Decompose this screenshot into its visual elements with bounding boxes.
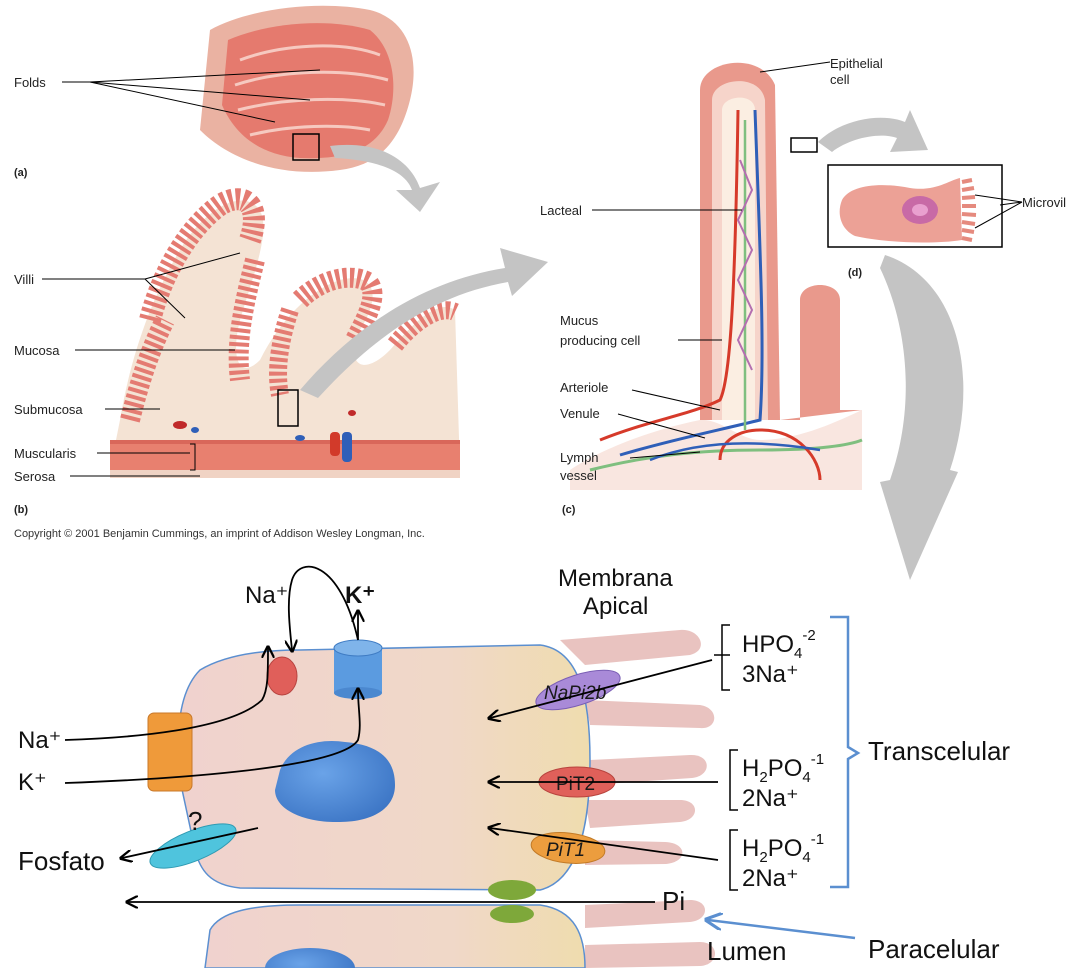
transcelular-bracket (830, 617, 858, 887)
bracket-pit2 (730, 750, 738, 810)
panel-d-epithelial-cell (828, 165, 1002, 247)
label-muscularis: Muscularis (14, 446, 77, 461)
grey-arrow-a-to-b (330, 145, 440, 212)
label-villi: Villi (14, 272, 34, 287)
label-serosa: Serosa (14, 469, 56, 484)
panel-c-villus (570, 63, 862, 490)
label-arteriole: Arteriole (560, 380, 608, 395)
membrane-label-line2: Apical (583, 593, 648, 620)
tight-junction-upper (488, 880, 536, 900)
label-folds: Folds (14, 75, 46, 90)
tag-d: (d) (848, 267, 862, 279)
label-mucosa: Mucosa (14, 343, 60, 358)
substrate-pit1-ion: 2Na⁺ (742, 865, 799, 892)
panel-a-intestine-tube (200, 6, 414, 172)
label-venule: Venule (560, 406, 600, 421)
label-mucus-line1: Mucus (560, 313, 599, 328)
grey-arrow-d-to-transport (880, 255, 963, 580)
label-lymph-line1: Lymph (560, 450, 599, 465)
substrate-napi2b-ion: 3Na⁺ (742, 661, 799, 688)
bracket-pit1 (730, 830, 738, 890)
substrate-napi2b-phosphate: HPO4-2 (742, 627, 816, 662)
tag-b: (b) (14, 504, 28, 516)
copyright-text: Copyright © 2001 Benjamin Cummings, an i… (14, 528, 425, 540)
label-lymph-line2: vessel (560, 468, 597, 483)
na-channel (267, 657, 297, 695)
label-epithelial-line1: Epithelial (830, 56, 883, 71)
pit2-label: PiT2 (556, 774, 595, 795)
pit1-label: PiT1 (546, 840, 585, 861)
paracelular-label: Paracelular (868, 934, 1000, 964)
tag-a: (a) (14, 167, 28, 179)
tight-junction-lower (490, 905, 534, 923)
bracket-napi2b (714, 625, 730, 690)
substrate-pit2-ion: 2Na⁺ (742, 785, 799, 812)
label-submucosa: Submucosa (14, 402, 83, 417)
k-top-label: K⁺ (345, 582, 375, 609)
panel-b-villi-section (110, 199, 460, 478)
na-top-label: Na⁺ (245, 582, 288, 609)
na-left-label: Na⁺ (18, 727, 61, 754)
grey-arrow-c-to-d (818, 110, 928, 152)
tag-c: (c) (562, 504, 576, 516)
pi-label: Pi (662, 886, 685, 916)
substrate-pit1-phosphate: H2PO4-1 (742, 831, 824, 866)
label-epithelial-line2: cell (830, 72, 850, 87)
label-lacteal: Lacteal (540, 203, 582, 218)
membrane-label-line1: Membrana (558, 565, 673, 592)
fosfato-label: Fosfato (18, 846, 105, 876)
substrate-pit2-phosphate: H2PO4-1 (742, 751, 824, 786)
label-microvilli: Microvil (1022, 195, 1066, 210)
transcelular-label: Transcelular (868, 736, 1010, 766)
lumen-label: Lumen (707, 936, 787, 966)
unknown-mark: ? (188, 806, 202, 836)
label-mucus-line2: producing cell (560, 333, 640, 348)
k-left-label: K⁺ (18, 769, 47, 796)
